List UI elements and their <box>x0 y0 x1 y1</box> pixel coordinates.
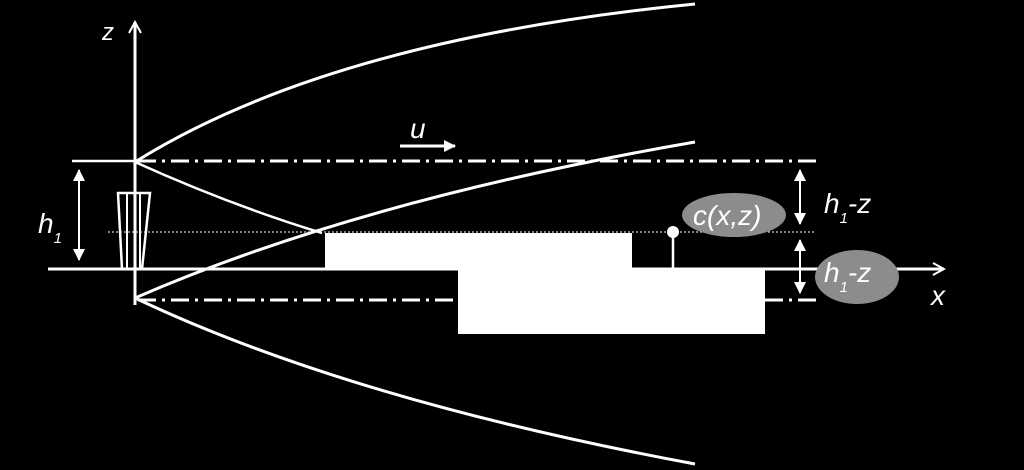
concentration-label: c(x,z) <box>693 200 761 231</box>
z-axis-label: z <box>101 19 114 46</box>
upper-distance-label: h1-z <box>824 188 871 227</box>
velocity-label: u <box>410 113 426 144</box>
real-source-lower-curve <box>134 160 323 235</box>
concentration-highlight <box>682 193 786 237</box>
stack-icon <box>116 191 152 271</box>
image-distance-label: h1-z <box>824 257 871 296</box>
h1-label: h1 <box>38 208 62 247</box>
x-axis-label: x <box>929 280 946 311</box>
image-plume-lower-curve <box>134 296 696 466</box>
receptor-point <box>667 226 679 238</box>
upper-building-block <box>325 233 632 269</box>
image-distance-highlight <box>815 250 899 304</box>
image-plume-upper-curve <box>134 140 696 300</box>
upper-plume-outer-curve <box>134 2 696 164</box>
